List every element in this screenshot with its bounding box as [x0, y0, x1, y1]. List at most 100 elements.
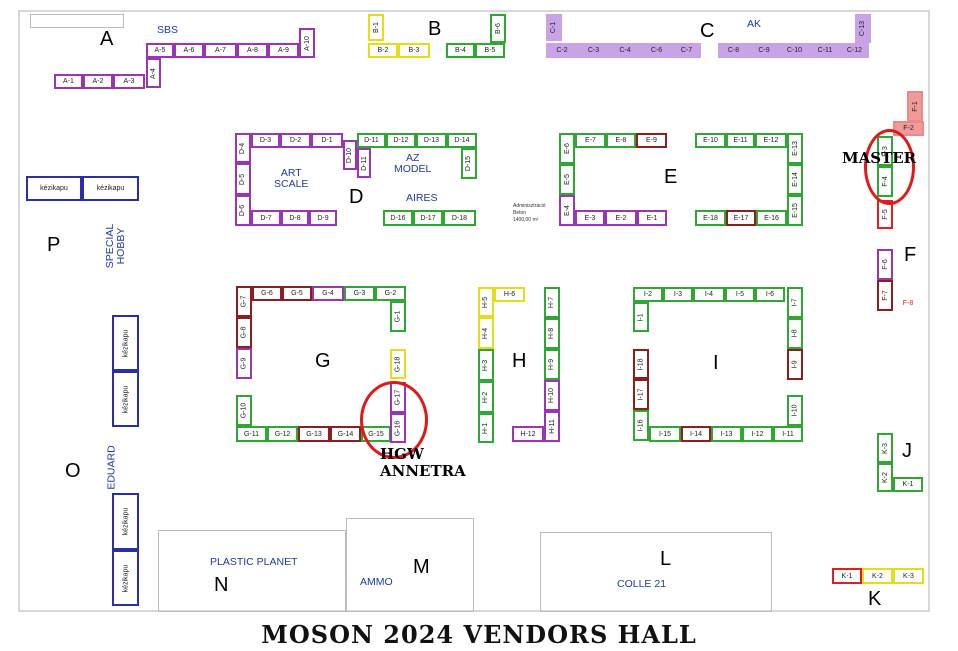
booth-e-12[interactable]: E-12: [755, 133, 787, 148]
booth-c-7[interactable]: C-7: [672, 43, 701, 58]
booth-g-1[interactable]: G-1: [390, 301, 406, 332]
booth-c-11[interactable]: C-11: [810, 43, 840, 58]
booth-b-4[interactable]: B-4: [446, 43, 475, 58]
booth-f-1[interactable]: F-1: [907, 91, 923, 122]
booth-i-17[interactable]: I-17: [633, 379, 649, 410]
booth-a-4[interactable]: A-4: [146, 58, 161, 88]
booth-k-3[interactable]: K-3: [877, 433, 893, 463]
booth-h-1[interactable]: H-1: [478, 413, 494, 443]
booth-b-3[interactable]: B-3: [398, 43, 430, 58]
booth-d-11b[interactable]: D-11: [357, 133, 386, 148]
booth-d-4[interactable]: D-4: [235, 133, 251, 163]
booth-i-15[interactable]: I-15: [649, 426, 681, 442]
booth-e-16[interactable]: E-16: [756, 210, 787, 226]
booth-i-8[interactable]: I-8: [787, 318, 803, 349]
booth-h-4[interactable]: H-4: [478, 317, 494, 349]
booth-b-2[interactable]: B-2: [368, 43, 398, 58]
booth-b-1[interactable]: B-1: [368, 14, 384, 41]
booth-k-3b[interactable]: K-3: [893, 568, 924, 584]
booth-i-9[interactable]: I-9: [787, 349, 803, 380]
booth-a-1[interactable]: A-1: [54, 74, 83, 89]
booth-d-10[interactable]: D-10: [343, 140, 357, 170]
booth-g-9[interactable]: G-9: [236, 348, 252, 379]
booth-k-1[interactable]: K-1: [893, 477, 923, 492]
booth-b-6[interactable]: B-6: [490, 14, 506, 43]
booth-g-2[interactable]: G-2: [375, 286, 406, 301]
booth-d-7[interactable]: D-7: [251, 210, 281, 226]
booth-h-5[interactable]: H-5: [478, 287, 494, 317]
booth-f-7[interactable]: F-7: [877, 280, 893, 311]
booth-k-1b[interactable]: K-1: [832, 568, 862, 584]
booth-b-5[interactable]: B-5: [475, 43, 505, 58]
booth-i-14[interactable]: I-14: [681, 426, 711, 442]
booth-d-1[interactable]: D-1: [311, 133, 343, 148]
booth-i-7[interactable]: I-7: [787, 287, 803, 318]
booth-a-7[interactable]: A-7: [204, 43, 237, 58]
booth-d-16[interactable]: D-16: [383, 210, 413, 226]
booth-h-7[interactable]: H-7: [544, 287, 560, 318]
booth-g-10[interactable]: G-10: [236, 395, 252, 426]
booth-c-12[interactable]: C-12: [840, 43, 869, 58]
booth-d-17[interactable]: D-17: [413, 210, 443, 226]
booth-i-11[interactable]: I-11: [773, 426, 803, 442]
booth-d-2[interactable]: D-2: [280, 133, 311, 148]
booth-c-1[interactable]: C-1: [546, 14, 562, 41]
booth-h-10[interactable]: H-10: [544, 380, 560, 411]
booth-c-9[interactable]: C-9: [749, 43, 779, 58]
booth-c-3[interactable]: C-3: [578, 43, 609, 58]
booth-d-11[interactable]: D-11: [357, 148, 371, 178]
booth-i-3[interactable]: I-3: [663, 287, 693, 302]
booth-e-14[interactable]: E-14: [787, 164, 803, 195]
booth-g-5[interactable]: G-5: [282, 286, 312, 301]
booth-d-3[interactable]: D-3: [251, 133, 280, 148]
booth-i-18[interactable]: I-18: [633, 349, 649, 379]
booth-g-8[interactable]: G-8: [236, 317, 252, 348]
booth-d-6[interactable]: D-6: [235, 195, 251, 226]
booth-h-12[interactable]: H-12: [512, 426, 544, 442]
booth-a-9[interactable]: A-9: [268, 43, 299, 58]
booth-h-6[interactable]: H-6: [494, 287, 525, 302]
booth-d-9[interactable]: D-9: [309, 210, 337, 226]
booth-g-11[interactable]: G-11: [236, 426, 267, 442]
booth-d-18[interactable]: D-18: [443, 210, 476, 226]
booth-g-13[interactable]: G-13: [298, 426, 330, 442]
booth-d-13[interactable]: D-13: [416, 133, 447, 148]
booth-e-13[interactable]: E-13: [787, 133, 803, 164]
booth-d-15[interactable]: D-15: [461, 148, 477, 179]
booth-e-6[interactable]: E-6: [559, 133, 575, 164]
booth-e-18[interactable]: E-18: [695, 210, 726, 226]
booth-i-5[interactable]: I-5: [725, 287, 755, 302]
booth-e-1[interactable]: E-1: [637, 210, 667, 226]
booth-g-6[interactable]: G-6: [252, 286, 282, 301]
booth-d-12[interactable]: D-12: [386, 133, 416, 148]
booth-d-5[interactable]: D-5: [235, 163, 251, 195]
booth-d-8[interactable]: D-8: [281, 210, 309, 226]
booth-e-10[interactable]: E-10: [695, 133, 726, 148]
booth-h-11[interactable]: H-11: [544, 411, 560, 442]
booth-k-2b[interactable]: K-2: [862, 568, 893, 584]
booth-g-14[interactable]: G-14: [330, 426, 361, 442]
booth-g-18[interactable]: G-18: [390, 349, 406, 379]
booth-e-15[interactable]: E-15: [787, 195, 803, 226]
booth-h-3[interactable]: H-3: [478, 349, 494, 381]
booth-i-6[interactable]: I-6: [755, 287, 785, 302]
booth-a-8[interactable]: A-8: [237, 43, 268, 58]
booth-c-6[interactable]: C-6: [641, 43, 672, 58]
booth-d-14[interactable]: D-14: [447, 133, 477, 148]
booth-e-2[interactable]: E-2: [605, 210, 637, 226]
booth-e-9[interactable]: E-9: [636, 133, 667, 148]
booth-f-6[interactable]: F-6: [877, 249, 893, 280]
booth-a-6[interactable]: A-6: [174, 43, 204, 58]
booth-g-7[interactable]: G-7: [236, 286, 252, 317]
booth-e-8[interactable]: E-8: [606, 133, 636, 148]
booth-e-5[interactable]: E-5: [559, 164, 575, 195]
booth-e-4[interactable]: E-4: [559, 195, 575, 226]
booth-a-5[interactable]: A-5: [146, 43, 174, 58]
booth-f-8[interactable]: F-8: [893, 296, 923, 311]
booth-k-2[interactable]: K-2: [877, 463, 893, 492]
booth-c-4[interactable]: C-4: [609, 43, 641, 58]
booth-c-8[interactable]: C-8: [718, 43, 749, 58]
booth-c-13[interactable]: C-13: [855, 14, 871, 43]
booth-i-2[interactable]: I-2: [633, 287, 663, 302]
booth-g-12[interactable]: G-12: [267, 426, 298, 442]
